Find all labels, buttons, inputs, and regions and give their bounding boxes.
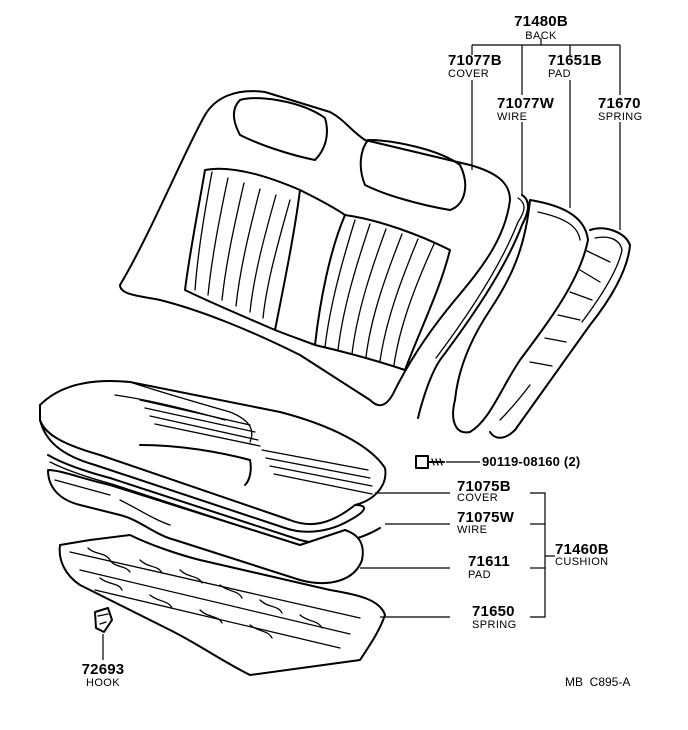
cushion-pad-drawing: [47, 469, 364, 585]
cushion-spring-number: 71650: [472, 603, 515, 620]
bolt-drawing: [415, 455, 445, 469]
back-pad-name: PAD: [548, 68, 572, 80]
cushion-spring-drawing: [58, 534, 386, 676]
back-assy-number: 71480B: [514, 13, 568, 30]
cushion-spring-name: SPRING: [472, 619, 517, 631]
back-spring-name: SPRING: [598, 111, 643, 123]
seat-back-pad-drawing: [452, 199, 589, 434]
cushion-pad-number: 71611: [468, 553, 510, 570]
cushion-assy-number: 71460B: [555, 541, 609, 558]
cushion-assy-name: CUSHION: [555, 556, 609, 568]
hook-drawing: [94, 607, 113, 633]
cushion-wire-name: WIRE: [457, 524, 488, 536]
back-pad-number: 71651B: [548, 52, 602, 69]
hook-name: HOOK: [86, 677, 120, 689]
cushion-cover-drawing: [39, 379, 387, 533]
back-cover-name: COVER: [448, 68, 490, 80]
back-wire-name: WIRE: [497, 111, 528, 123]
cushion-cover-number: 71075B: [457, 478, 511, 495]
cushion-pad-name: PAD: [468, 569, 492, 581]
bolt-number: 90119-08160 (2): [482, 454, 581, 469]
cushion-cover-name: COVER: [457, 492, 499, 504]
leader-lines: [102, 38, 621, 660]
seat-back-cover-drawing: [119, 90, 511, 407]
cushion-wire-number: 71075W: [457, 509, 515, 526]
hook-number: 72693: [81, 661, 125, 678]
back-assy-name: BACK: [525, 30, 557, 42]
back-cover-number: 71077B: [448, 52, 502, 69]
back-spring-number: 71670: [598, 95, 641, 112]
seat-back-spring-drawing: [489, 227, 631, 439]
back-wire-number: 71077W: [497, 95, 555, 112]
seat-back-wire-drawing: [417, 194, 529, 419]
cushion-wire-drawing: [47, 454, 381, 547]
diagram-code: MB C895-A: [565, 675, 631, 689]
